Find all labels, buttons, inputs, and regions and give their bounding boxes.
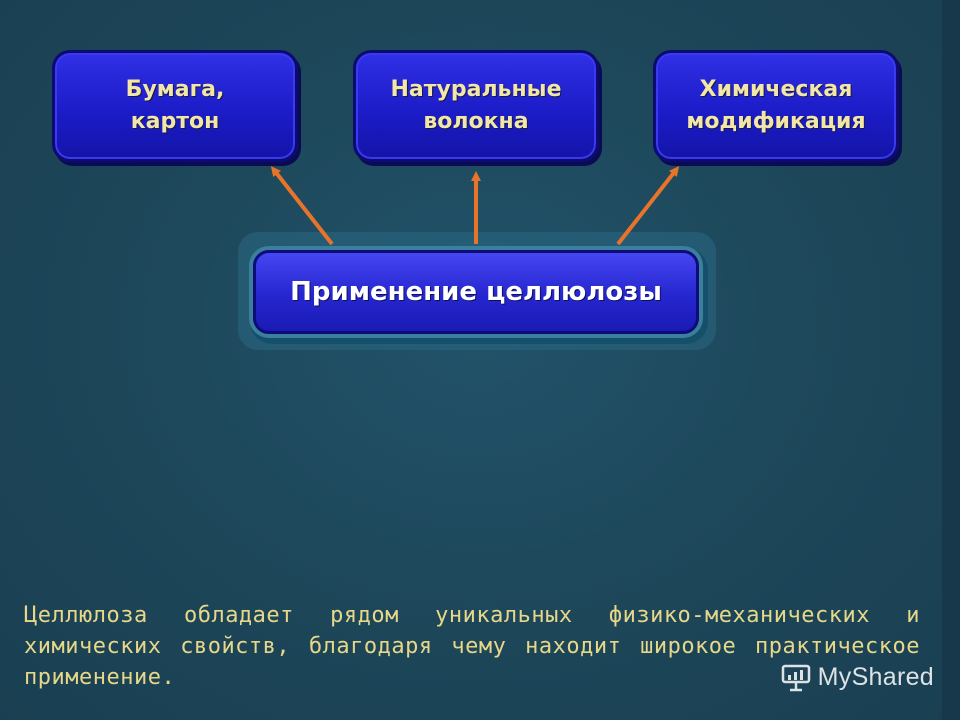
node-paper-cardboard-label: Бумага, картон <box>125 77 225 134</box>
watermark: MyShared <box>780 662 934 692</box>
slide-edge <box>942 0 960 720</box>
node-natural-fibers: Натуральные волокна <box>353 50 599 162</box>
node-chemical-modification: Химическая модификация <box>653 50 899 162</box>
presentation-board-icon <box>781 664 810 692</box>
node-cellulose-applications-label: Применение целлюлозы <box>290 277 662 307</box>
watermark-text: MyShared <box>817 662 934 691</box>
arrow-to-chemical <box>616 166 680 246</box>
node-natural-fibers-label: Натуральные волокна <box>390 77 562 134</box>
arrow-to-paper <box>270 166 334 246</box>
node-cellulose-applications: Применение целлюлозы <box>253 250 699 334</box>
description-text: Целлюлоза обладает рядом уникальных физи… <box>24 603 920 690</box>
node-chemical-modification-label: Химическая модификация <box>686 77 866 134</box>
node-paper-cardboard: Бумага, картон <box>52 50 298 162</box>
